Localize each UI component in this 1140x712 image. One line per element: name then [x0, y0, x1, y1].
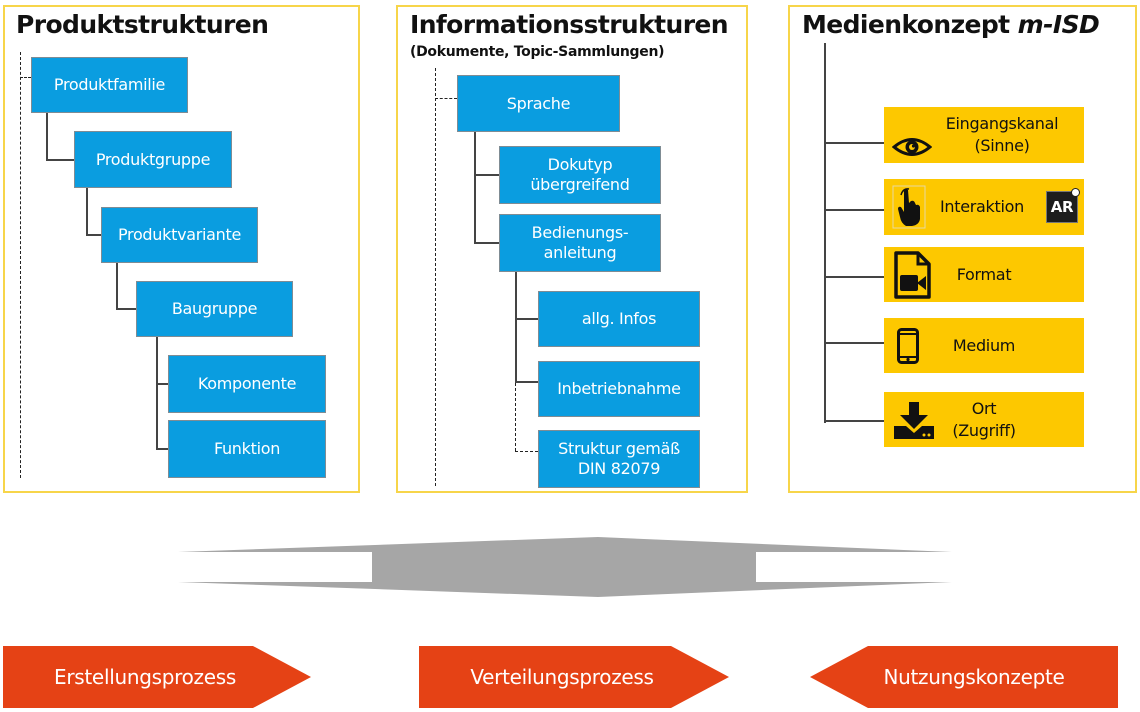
product-structures-title: Produktstrukturen — [16, 10, 269, 39]
media-item-line: (Zugriff) — [952, 420, 1016, 440]
node-komponente[interactable]: Komponente — [168, 355, 326, 413]
media-item-line: Ort — [971, 398, 997, 418]
ar-badge-label: AR — [1050, 198, 1074, 216]
media-concept-title: Medienkonzept m-ISD — [802, 10, 1100, 39]
node-produktgruppe[interactable]: Produktgruppe — [74, 131, 232, 188]
media-item-label: Interaktion — [940, 197, 1024, 216]
node-bedienungsanleitung[interactable]: Bedienungs- anleitung — [499, 214, 661, 272]
media-item-medium[interactable]: Medium — [884, 318, 1084, 373]
media-root-line — [824, 43, 826, 423]
connector-line — [46, 159, 74, 161]
connector-line — [824, 142, 886, 144]
node-sprache[interactable]: Sprache — [457, 75, 620, 132]
ar-icon: AR — [1046, 188, 1080, 223]
node-line: DIN 82079 — [577, 459, 661, 478]
convergence-arrow — [170, 530, 960, 605]
media-item-label: Format — [956, 264, 1012, 284]
connector-line — [824, 209, 886, 211]
process-erstellungsprozess[interactable]: Erstellungsprozess — [3, 646, 311, 708]
touch-hand-icon — [892, 185, 926, 229]
node-struktur-din-82079[interactable]: Struktur gemäß DIN 82079 — [538, 430, 700, 488]
media-concept-title-main: Medienkonzept — [802, 10, 1018, 39]
media-concept-title-italic: m-ISD — [1017, 10, 1100, 39]
connector-line — [515, 318, 538, 320]
connector-line — [156, 448, 168, 450]
download-drive-icon — [892, 400, 936, 440]
connector-line — [46, 113, 48, 160]
node-line: Dokutyp — [547, 155, 613, 174]
information-structures-title: Informationsstrukturen — [410, 10, 729, 39]
media-item-label: Medium — [952, 335, 1016, 355]
eye-icon — [892, 136, 932, 158]
connector-dashed-line — [515, 383, 516, 451]
process-label: Nutzungskonzepte — [883, 665, 1065, 689]
connector-line — [824, 420, 886, 422]
media-item-eingangskanal[interactable]: Eingangskanal (Sinne) — [884, 107, 1084, 163]
media-item-line: Eingangskanal — [945, 114, 1059, 133]
process-label: Verteilungsprozess — [470, 665, 654, 689]
connector-line — [86, 234, 101, 236]
connector-line — [474, 242, 499, 244]
node-dokutyp-uebergreifend[interactable]: Dokutyp übergreifend — [499, 146, 661, 204]
node-baugruppe[interactable]: Baugruppe — [136, 281, 293, 337]
media-item-interaktion[interactable]: Interaktion AR — [884, 179, 1084, 235]
media-item-line: (Sinne) — [974, 136, 1030, 155]
connector-line — [515, 272, 517, 383]
product-dashed-root-line — [20, 52, 21, 478]
media-item-ort[interactable]: Ort (Zugriff) — [884, 392, 1084, 447]
node-inbetriebnahme[interactable]: Inbetriebnahme — [538, 361, 700, 417]
product-dashed-connector — [20, 77, 31, 78]
node-allg-infos[interactable]: allg. Infos — [538, 291, 700, 347]
node-produktfamilie[interactable]: Produktfamilie — [31, 57, 188, 113]
connector-line — [474, 174, 499, 176]
process-label: Erstellungsprozess — [54, 665, 236, 689]
connector-line — [156, 383, 168, 385]
smartphone-icon — [897, 327, 919, 364]
node-line: übergreifend — [530, 175, 630, 194]
connector-line — [116, 263, 118, 309]
connector-line — [515, 381, 538, 383]
information-dashed-root-line — [435, 68, 436, 486]
connector-line — [824, 342, 886, 344]
process-verteilungsprozess[interactable]: Verteilungsprozess — [419, 646, 729, 708]
information-structures-subtitle: (Dokumente, Topic-Sammlungen) — [410, 44, 665, 60]
connector-dashed-line — [515, 451, 538, 452]
connector-line — [86, 188, 88, 236]
node-funktion[interactable]: Funktion — [168, 420, 326, 478]
node-line: Struktur gemäß — [558, 439, 680, 458]
connector-line — [474, 132, 476, 244]
media-item-format[interactable]: Format — [884, 247, 1084, 302]
process-nutzungskonzepte[interactable]: Nutzungskonzepte — [810, 646, 1118, 708]
information-dashed-connector — [435, 98, 457, 99]
node-line: Bedienungs- — [531, 223, 629, 242]
connector-line — [824, 276, 886, 278]
video-file-icon — [892, 250, 932, 299]
connector-line — [116, 308, 136, 310]
node-line: anleitung — [543, 243, 617, 262]
connector-line — [156, 337, 158, 449]
node-produktvariante[interactable]: Produktvariante — [101, 207, 258, 263]
